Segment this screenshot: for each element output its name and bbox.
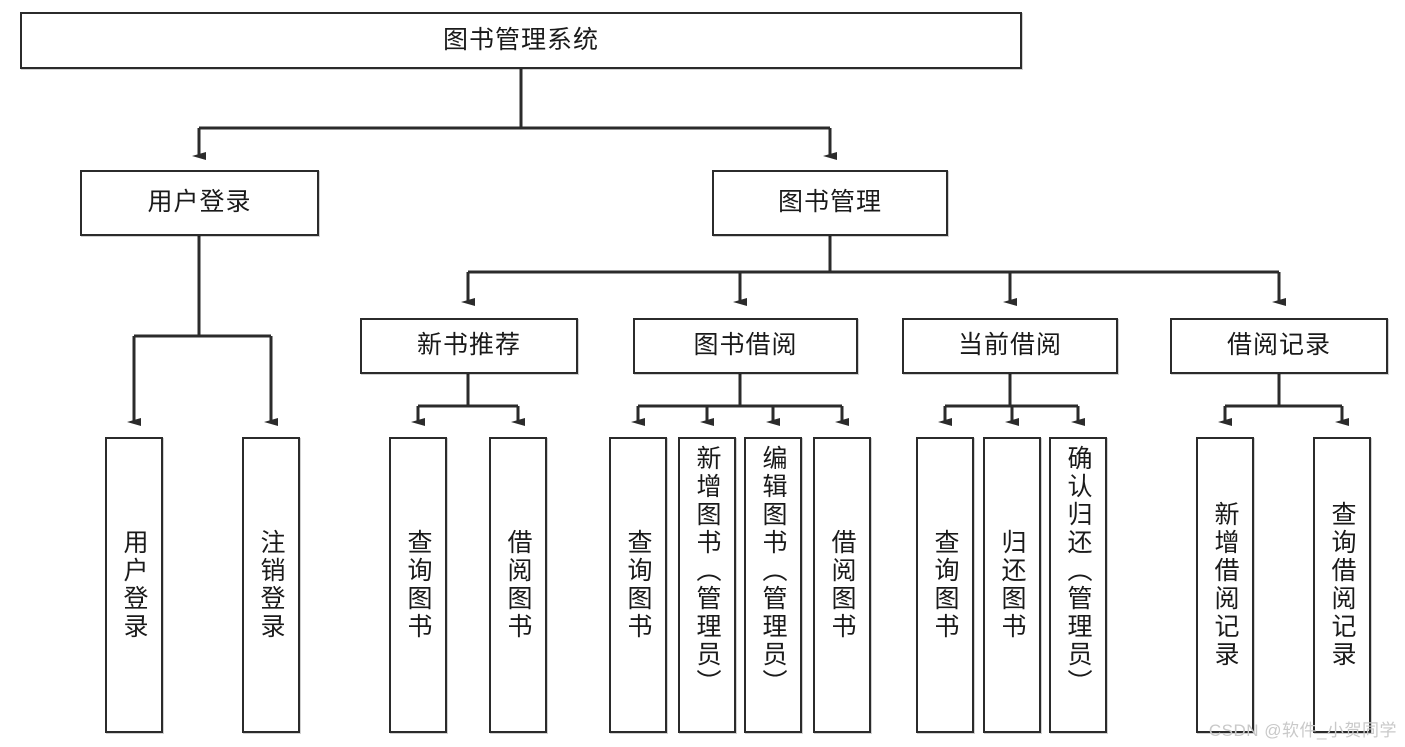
leaf-borrow-book-borrow[interactable]: 借阅图书 bbox=[813, 437, 871, 733]
leaf-query-borrow-record[interactable]: 查询借阅记录 bbox=[1313, 437, 1371, 733]
leaf-user-login[interactable]: 用户登录 bbox=[105, 437, 163, 733]
node-label: 查询图书 bbox=[624, 529, 652, 641]
leaf-add-book-admin[interactable]: 新增图书（管理员） bbox=[678, 437, 736, 733]
node-label: 查询图书 bbox=[931, 529, 959, 641]
node-root-book-management-system[interactable]: 图书管理系统 bbox=[20, 12, 1022, 69]
node-book-borrow[interactable]: 图书借阅 bbox=[633, 318, 858, 374]
csdn-watermark: CSDN @软件_小贺同学 bbox=[1208, 721, 1397, 740]
node-label: 新增图书（管理员） bbox=[693, 445, 721, 697]
node-user-login[interactable]: 用户登录 bbox=[80, 170, 319, 236]
node-label: 图书管理系统 bbox=[442, 25, 599, 54]
leaf-borrow-book-recommend[interactable]: 借阅图书 bbox=[489, 437, 547, 733]
leaf-query-book-recommend[interactable]: 查询图书 bbox=[389, 437, 447, 733]
node-borrow-record[interactable]: 借阅记录 bbox=[1170, 318, 1388, 374]
node-label: 确认归还（管理员） bbox=[1064, 445, 1092, 697]
node-label: 当前借阅 bbox=[957, 331, 1062, 360]
node-label: 借阅记录 bbox=[1226, 331, 1331, 360]
node-label: 编辑图书（管理员） bbox=[759, 445, 787, 697]
leaf-logout-login[interactable]: 注销登录 bbox=[242, 437, 300, 733]
leaf-query-book-borrow[interactable]: 查询图书 bbox=[609, 437, 667, 733]
leaf-query-book-current[interactable]: 查询图书 bbox=[916, 437, 974, 733]
node-label: 用户登录 bbox=[120, 529, 148, 641]
node-book-management[interactable]: 图书管理 bbox=[712, 170, 948, 236]
node-current-borrow[interactable]: 当前借阅 bbox=[902, 318, 1118, 374]
node-label: 新增借阅记录 bbox=[1211, 501, 1239, 669]
node-label: 借阅图书 bbox=[504, 529, 532, 641]
leaf-add-borrow-record[interactable]: 新增借阅记录 bbox=[1196, 437, 1254, 733]
node-new-book-recommend[interactable]: 新书推荐 bbox=[360, 318, 578, 374]
node-label: 查询图书 bbox=[404, 529, 432, 641]
node-label: 归还图书 bbox=[998, 529, 1026, 641]
leaf-return-book[interactable]: 归还图书 bbox=[983, 437, 1041, 733]
node-label: 注销登录 bbox=[257, 529, 285, 641]
node-label: 查询借阅记录 bbox=[1328, 501, 1356, 669]
node-label: 图书借阅 bbox=[693, 331, 798, 360]
node-label: 图书管理 bbox=[777, 188, 882, 217]
node-label: 借阅图书 bbox=[828, 529, 856, 641]
node-label: 用户登录 bbox=[147, 188, 252, 217]
leaf-edit-book-admin[interactable]: 编辑图书（管理员） bbox=[744, 437, 802, 733]
leaf-confirm-return-admin[interactable]: 确认归还（管理员） bbox=[1049, 437, 1107, 733]
node-label: 新书推荐 bbox=[416, 331, 521, 360]
